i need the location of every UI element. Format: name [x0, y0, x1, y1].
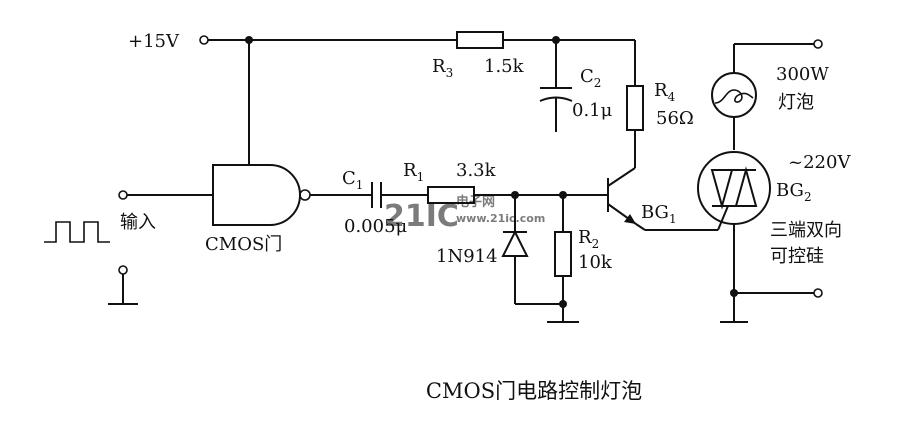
- c2-value: 0.1μ: [572, 100, 613, 121]
- r2-value: 10k: [578, 252, 613, 273]
- bg2-desc-line2: 可控硅: [770, 246, 824, 267]
- ac-terminal-top: [813, 39, 823, 49]
- ground-terminal: [118, 265, 128, 275]
- watermark: 21IC 电子网 www.21ic.com: [384, 194, 545, 234]
- watermark-brand: 21IC: [384, 199, 459, 234]
- c1-name: C1: [342, 168, 363, 192]
- diode-1n914: 1N914: [436, 195, 563, 305]
- triac-body: [697, 151, 771, 225]
- capacitor-c1: C1 0.005μ: [342, 168, 428, 237]
- ac-terminal-bottom: [813, 288, 823, 298]
- supply-label: +15V: [128, 31, 180, 52]
- gate-label: CMOS门: [205, 234, 282, 255]
- resistor-r3: R3 1.5k: [432, 31, 525, 80]
- lamp-rating: 300W: [776, 64, 829, 85]
- c1-value: 0.005μ: [344, 216, 408, 237]
- c2-name: C2: [580, 66, 601, 90]
- r4-name: R4: [654, 80, 676, 104]
- ac-supply-label: ~220V: [788, 152, 851, 173]
- r2-name: R2: [578, 227, 599, 251]
- diagram-caption: CMOS门电路控制灯泡: [426, 379, 642, 403]
- bg2-desc-line1: 三端双向: [770, 220, 842, 241]
- watermark-site-url: www.21ic.com: [456, 212, 545, 225]
- r3-value: 1.5k: [484, 56, 525, 77]
- gate-output-bubble: [299, 189, 311, 201]
- junction-ground-r2: [559, 300, 567, 308]
- lamp-section: 300W 灯泡 ~220V: [711, 39, 851, 173]
- diode-label: 1N914: [436, 246, 498, 267]
- supply-terminal: [199, 35, 209, 45]
- resistor-r2: R2 10k: [547, 195, 613, 323]
- bg2-label: BG2: [776, 180, 812, 204]
- input-pulse-waveform: [44, 221, 110, 243]
- lamp-filament: [714, 89, 754, 104]
- r4-value: 56Ω: [656, 108, 694, 129]
- r3-name: R3: [432, 56, 453, 80]
- cmos-nand-gate: CMOS门: [205, 40, 372, 255]
- bg1-label: BG1: [641, 202, 677, 226]
- triac-bg2: BG2 三端双向 可控硅: [697, 151, 842, 323]
- r1-name: R1: [403, 160, 424, 184]
- resistor-r4: R4 56Ω: [626, 40, 694, 168]
- supply-rail: +15V: [128, 31, 635, 52]
- bg1-emitter-arrow: [624, 214, 636, 224]
- transistor-bg1: BG1: [607, 167, 718, 231]
- input-label: 输入: [120, 212, 156, 233]
- resistor-r1: R1 3.3k: [403, 160, 608, 204]
- capacitor-c2: C2 0.1μ: [539, 40, 613, 132]
- input-terminal: [118, 190, 128, 200]
- r1-value: 3.3k: [456, 160, 497, 181]
- watermark-site-cn: 电子网: [456, 194, 495, 210]
- input-section: 输入: [44, 190, 213, 305]
- lamp-name: 灯泡: [778, 92, 814, 113]
